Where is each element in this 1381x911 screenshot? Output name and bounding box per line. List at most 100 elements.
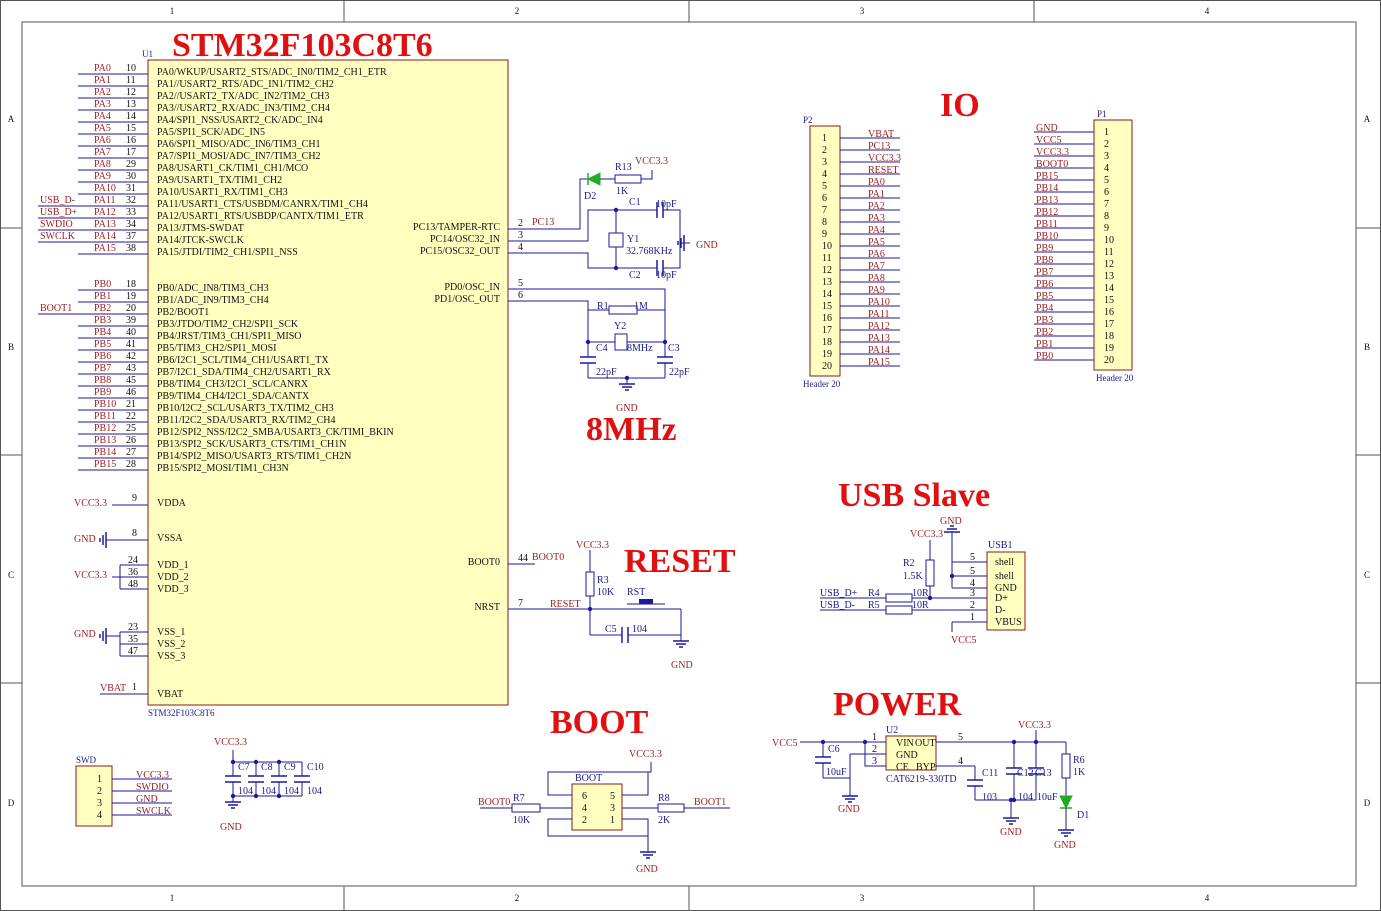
frame-col-label-bottom: 1 [170, 893, 175, 903]
mcu-net-PA10: PA10 [94, 183, 116, 194]
osc-out-wire [535, 300, 589, 310]
usb-pin-name: VBUS [995, 617, 1022, 628]
swd-body [75, 765, 113, 827]
c12-ref: C12 [1017, 768, 1034, 779]
mcu-pin-num: 25 [126, 423, 136, 434]
r13-vcc: VCC3.3 [635, 156, 668, 167]
boot-pin-num: 6 [582, 791, 587, 802]
r7-ref: R7 [513, 793, 525, 804]
title-io: IO [940, 87, 980, 124]
mcu-pin-num: 38 [126, 243, 136, 254]
c3-ref: C3 [668, 343, 680, 354]
p1-pin-num: 5 [1104, 175, 1109, 186]
mcu-pin-name: PA4/SPI1_NSS/USART2_CK/ADC_IN4 [157, 115, 323, 126]
mcu-right-pin-name: PD1/OSC_OUT [434, 294, 500, 305]
swd-pin-num: 4 [97, 810, 102, 821]
usb1-body [986, 551, 1026, 631]
p2-net-PA7: PA7 [868, 261, 885, 272]
mcu-pin-num: 22 [126, 411, 136, 422]
y1-crystal [608, 232, 624, 248]
c5-val: 104 [632, 624, 647, 635]
mcu-pin-name: PA15/JTDI/TIM2_CH1/SPI1_NSS [157, 247, 298, 258]
p1-net-VCC5: VCC5 [1036, 135, 1062, 146]
mcu-pin-name: PA8/USART1_CK/TIM1_CH1/MCO [157, 163, 308, 174]
usb1-ref: USB1 [988, 540, 1012, 551]
mcu-ext-net: SWCLK [40, 231, 76, 242]
mcu-right-pin-num: 44 [518, 553, 528, 564]
vss-name: VSS_3 [157, 651, 185, 662]
decoup-gnd-label: GND [220, 822, 242, 833]
usb-r2-vcc: VCC3.3 [910, 529, 943, 540]
mcu-pin-name: PB13/SPI2_SCK/USART3_CTS/TIM1_CH1N [157, 439, 346, 450]
p1-pin-num: 12 [1104, 259, 1114, 270]
mcu-net-PB8: PB8 [94, 375, 111, 386]
mcu-right-pin-num: 4 [518, 242, 523, 253]
junction-dot [949, 573, 955, 579]
junction-dot [1008, 797, 1014, 803]
vssa-name: VSSA [157, 533, 183, 544]
p1-net-GND: GND [1036, 123, 1058, 134]
mcu-right-pin-num: 7 [518, 598, 523, 609]
mcu-net-PA13: PA13 [94, 219, 116, 230]
p2-net-PA13: PA13 [868, 333, 890, 344]
p1-net-PB12: PB12 [1036, 207, 1058, 218]
r13-ref: R13 [615, 162, 632, 173]
swd-pin-num: 1 [97, 774, 102, 785]
mcu-pin-name: PA7/SPI1_MOSI/ADC_IN7/TIM3_CH2 [157, 151, 321, 162]
decoup-val: 104 [284, 786, 299, 797]
mcu-right-pin-name: NRST [474, 602, 500, 613]
mcu-pin-num: 41 [126, 339, 136, 350]
p1-label: Header 20 [1096, 373, 1134, 383]
mcu-net-PA7: PA7 [94, 147, 111, 158]
vdda-num: 9 [132, 493, 137, 504]
r4-val: 10R [912, 588, 929, 599]
mcu-pin-num: 40 [126, 327, 136, 338]
mcu-net-PA0: PA0 [94, 63, 111, 74]
mcu-pin-name: PB3/JTDO/TIM2_CH2/SPI1_SCK [157, 319, 299, 330]
p2-net-PA2: PA2 [868, 201, 885, 212]
mcu-pin-name: PB0/ADC_IN8/TIM3_CH3 [157, 283, 269, 294]
junction-dot [613, 265, 619, 271]
osc-gnd-label: GND [616, 403, 638, 414]
usb-pin-name: shell [995, 571, 1014, 582]
r13-resistor [614, 174, 642, 184]
c13-val: 10uF [1037, 792, 1058, 803]
r2-ref: R2 [903, 558, 915, 569]
p1-net-PB10: PB10 [1036, 231, 1058, 242]
p2-pin-num: 15 [822, 301, 832, 312]
r5-val: 10R [912, 600, 929, 611]
c1-ref: C1 [629, 197, 641, 208]
decoup-ref: C8 [261, 762, 273, 773]
p2-pin-num: 14 [822, 289, 832, 300]
mcu-net-PB7: PB7 [94, 363, 111, 374]
p1-net-PB3: PB3 [1036, 315, 1053, 326]
mcu-pin-name: PB1/ADC_IN9/TIM3_CH4 [157, 295, 269, 306]
frame-col-label-top: 4 [1205, 6, 1210, 16]
junction-dot [820, 739, 826, 745]
p2-pin-num: 3 [822, 157, 827, 168]
p2-pin-num: 11 [822, 253, 832, 264]
mcu-pin-name: PB11/I2C2_SDA/USART3_RX/TIM2_CH4 [157, 415, 336, 426]
vdd-num: 36 [128, 567, 138, 578]
vdd-num: 48 [128, 579, 138, 590]
rst-ref: RST [627, 587, 645, 598]
mcu-pin-name: PA14/JTCK-SWCLK [157, 235, 245, 246]
p1-pin-num: 1 [1104, 127, 1109, 138]
c2-val: 10pF [656, 270, 677, 281]
mcu-pin-name: PA12/USART1_RTS/USBDP/CANTX/TIM1_ETR [157, 211, 364, 222]
vss-name: VSS_2 [157, 639, 185, 650]
vss-num: 23 [128, 622, 138, 633]
boot-ref: BOOT [575, 773, 602, 784]
mcu-net-PB12: PB12 [94, 423, 116, 434]
u2-part: CAT6219-330TD [886, 774, 957, 785]
mcu-pin-name: PB8/TIM4_CH3/I2C1_SCL/CANRX [157, 379, 309, 390]
r1-resistor [608, 305, 638, 315]
r4-ref: R4 [868, 588, 880, 599]
mcu-pin-num: 46 [126, 387, 136, 398]
c6-ref: C6 [828, 744, 840, 755]
boot1-net-label: BOOT1 [694, 797, 726, 808]
mcu-pin-num: 27 [126, 447, 136, 458]
vss-num: 35 [128, 634, 138, 645]
p2-pin-num: 12 [822, 265, 832, 276]
